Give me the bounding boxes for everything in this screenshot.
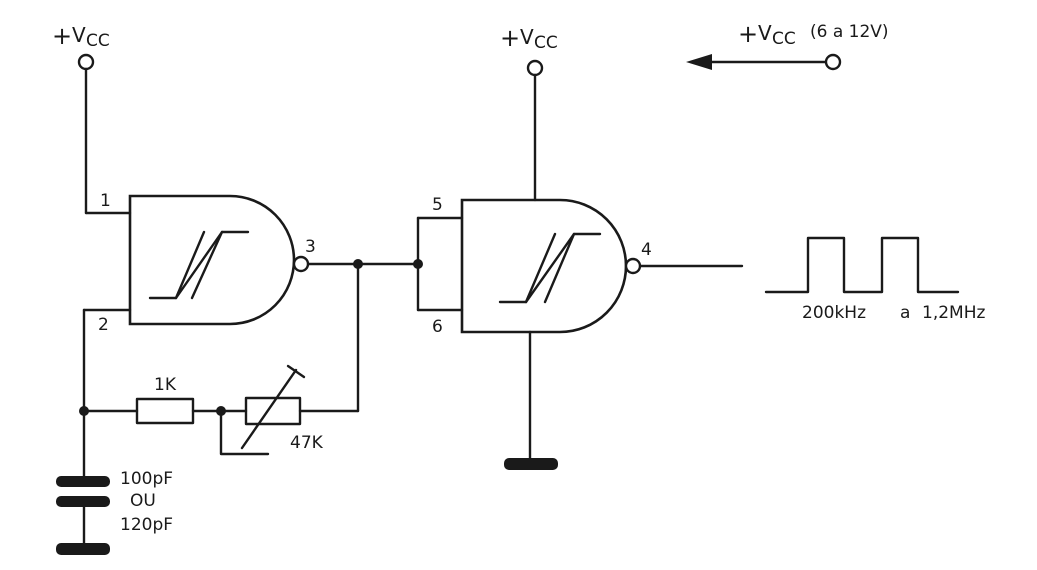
pin-2-label: 2	[98, 315, 109, 335]
vcc-terminal-gate1	[77, 53, 95, 71]
inverter-bubble-1	[292, 255, 310, 273]
vcc-label-gate1: + V CC	[52, 22, 110, 51]
square-wave-icon	[764, 236, 960, 294]
resistor-1k	[135, 397, 195, 425]
vcc-label-gate2: + V CC	[500, 24, 558, 53]
junction-timing	[79, 406, 89, 416]
svg-text:V: V	[520, 25, 534, 49]
capacitor	[56, 476, 110, 555]
pin-1-label: 1	[100, 191, 111, 211]
vcc-label-supply: + V CC (6 a 12V)	[738, 20, 889, 49]
svg-text:OU: OU	[130, 491, 156, 511]
svg-text:V: V	[758, 21, 772, 45]
supply-arrow	[686, 53, 842, 71]
pin-6-label: 6	[432, 317, 443, 337]
svg-text:+: +	[738, 20, 758, 48]
resistor-value: 1K	[154, 375, 177, 395]
svg-text:CC: CC	[772, 29, 796, 49]
vcc-terminal-gate2	[526, 59, 544, 77]
svg-text:+: +	[52, 22, 72, 50]
wire-pot-bypass	[219, 409, 270, 456]
pin-3-label: 3	[305, 237, 316, 257]
svg-text:100pF: 100pF	[120, 469, 173, 489]
supply-terminal	[824, 53, 842, 71]
hysteresis-icon	[498, 232, 602, 304]
schmitt-nand-gate-2	[460, 198, 642, 334]
svg-text:1,2MHz: 1,2MHz	[922, 303, 985, 323]
svg-text:a: a	[900, 303, 910, 323]
svg-text:+: +	[500, 24, 520, 52]
ground-symbol	[56, 543, 110, 555]
inverter-bubble-2	[624, 257, 642, 275]
pin-5-label: 5	[432, 195, 443, 215]
hysteresis-icon	[148, 230, 250, 300]
ground-symbol	[504, 458, 558, 470]
svg-text:120pF: 120pF	[120, 515, 173, 535]
svg-text:(6 a 12V): (6 a 12V)	[810, 22, 889, 42]
svg-text:CC: CC	[534, 33, 558, 53]
pin-4-label: 4	[641, 240, 652, 260]
schmitt-nand-gate-1	[128, 194, 310, 326]
svg-text:CC: CC	[86, 31, 110, 51]
svg-text:V: V	[72, 23, 86, 47]
capacitor-value: 100pF OU 120pF	[120, 469, 173, 535]
output-frequency-label: 200kHz a 1,2MHz	[802, 303, 985, 323]
potentiometer-value: 47K	[290, 433, 324, 453]
svg-text:200kHz: 200kHz	[802, 303, 866, 323]
